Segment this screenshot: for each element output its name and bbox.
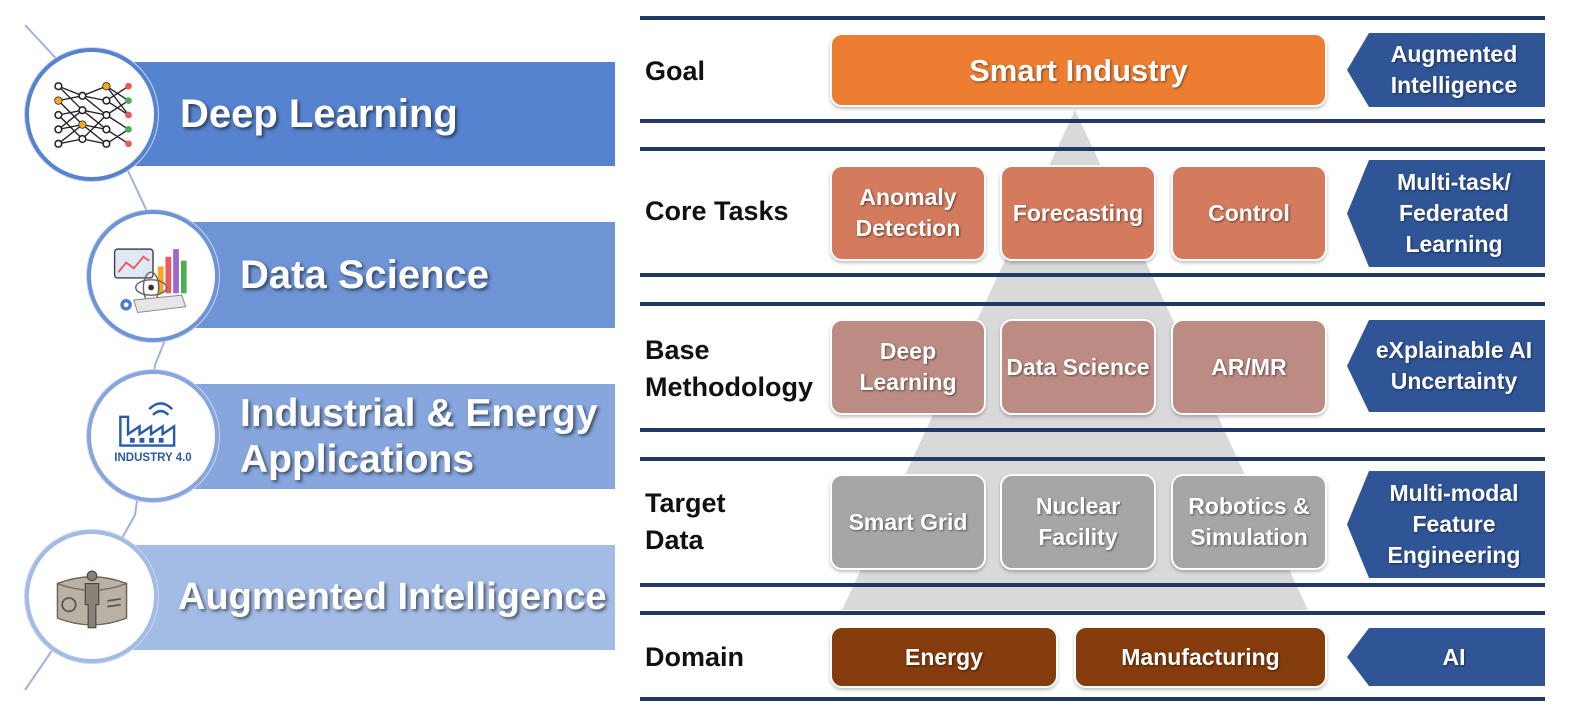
box-ar-mr: AR/MR xyxy=(1171,319,1327,415)
neural-network-icon xyxy=(53,81,132,148)
divider-line xyxy=(640,583,1545,587)
industrial-energy-circle: INDUSTRY 4.0 xyxy=(87,370,219,502)
augmented-human-icon xyxy=(56,570,127,628)
divider-line xyxy=(640,119,1545,123)
industrial-energy-label: Industrial & Energy Applications xyxy=(240,391,598,481)
box-smart-industry: Smart Industry xyxy=(830,33,1327,107)
tag-ai: AI xyxy=(1347,628,1545,686)
tag-multi-task-federated-learning: Multi-task/ Federated Learning xyxy=(1347,160,1545,267)
deep-learning-circle xyxy=(25,48,158,181)
box-deep-learning: Deep Learning xyxy=(830,319,986,415)
row-label-domain: Domain xyxy=(645,642,745,672)
deep-learning-bar: Deep Learning xyxy=(125,62,615,166)
industry-4-icon: INDUSTRY 4.0 xyxy=(114,402,192,464)
divider-line xyxy=(640,428,1545,432)
box-forecasting: Forecasting xyxy=(1000,165,1156,261)
tag-multi-modal-feature-engineering: Multi-modal Feature Engineering xyxy=(1347,471,1545,578)
box-anomaly-detection: Anomaly Detection xyxy=(830,165,986,261)
divider-line xyxy=(640,457,1545,461)
data-science-label: Data Science xyxy=(240,252,490,297)
augmented-intelligence-bar: Augmented Intelligence xyxy=(125,545,615,650)
row-label-core-tasks: Core Tasks xyxy=(645,196,789,226)
box-nuclear-facility: Nuclear Facility xyxy=(1000,474,1156,570)
box-smart-grid: Smart Grid xyxy=(830,474,986,570)
divider-line xyxy=(640,302,1545,306)
row-label-goal: Goal xyxy=(645,56,706,86)
divider-line xyxy=(640,147,1545,151)
divider-line xyxy=(640,273,1545,277)
box-robotics-simulation: Robotics & Simulation xyxy=(1171,474,1327,570)
tag-explainable-ai-uncertainty: eXplainable AI Uncertainty xyxy=(1347,320,1545,412)
tag-augmented-intelligence: Augmented Intelligence xyxy=(1347,33,1545,107)
row-label-target-data: Target Data xyxy=(645,488,726,555)
box-manufacturing: Manufacturing xyxy=(1074,626,1327,688)
augmented-intelligence-circle xyxy=(25,530,158,663)
divider-line xyxy=(640,697,1545,701)
data-science-icon xyxy=(113,248,187,314)
industry-4-icon-text: INDUSTRY 4.0 xyxy=(114,452,191,464)
box-energy: Energy xyxy=(830,626,1058,688)
data-science-circle xyxy=(87,210,219,342)
deep-learning-label: Deep Learning xyxy=(180,91,458,136)
row-label-base-methodology: Base Methodology xyxy=(645,335,813,402)
box-data-science: Data Science xyxy=(1000,319,1156,415)
divider-line xyxy=(640,611,1545,615)
augmented-intelligence-label: Augmented Intelligence xyxy=(178,576,607,618)
box-control: Control xyxy=(1171,165,1327,261)
divider-line xyxy=(640,16,1545,20)
